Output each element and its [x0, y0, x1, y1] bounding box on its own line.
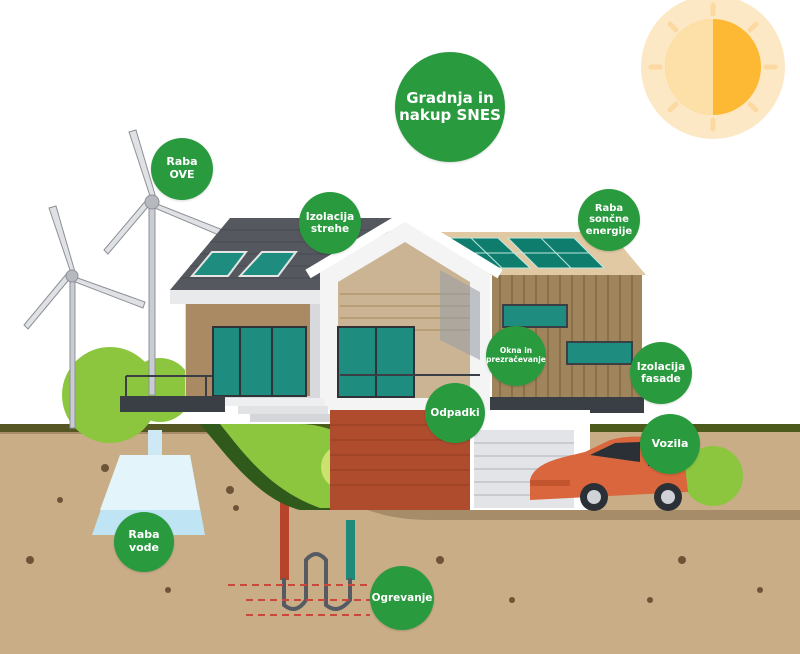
geothermal-pipes	[228, 470, 370, 616]
heating-badge: Ogrevanje	[370, 566, 434, 630]
water-use-badge: Raba vode	[114, 512, 174, 572]
facade-insulation-badge: Izolacija fasade	[630, 342, 692, 404]
roof-insulation-label: Izolacija strehe	[305, 210, 355, 235]
solar-energy-badge: Raba sončne energije	[578, 189, 640, 251]
water-tank	[92, 430, 205, 535]
roof-insulation-badge: Izolacija strehe	[299, 192, 361, 254]
waste-badge: Odpadki	[425, 383, 485, 443]
title-badge: Gradnja in nakup SNES	[395, 52, 505, 162]
wind-turbine-left	[23, 205, 146, 429]
facade-insulation-label: Izolacija fasade	[636, 360, 686, 385]
vehicles-badge: Vozila	[640, 414, 700, 474]
solar-energy-label: Raba sončne energije	[585, 202, 633, 237]
soil-stones	[26, 464, 763, 603]
vehicles-label: Vozila	[651, 436, 689, 450]
sun-icon	[641, 0, 785, 139]
ove-badge: Raba OVE	[151, 138, 213, 200]
windows-ventilation-badge: Okna in prezračevanje	[486, 326, 546, 386]
water-use-label: Raba vode	[128, 528, 160, 554]
title-label: Gradnja in nakup SNES	[399, 88, 501, 124]
ove-label: Raba OVE	[166, 155, 198, 181]
wind-turbine-right	[103, 129, 224, 396]
windows-ventilation-label: Okna in prezračevanje	[486, 346, 546, 364]
waste-label: Odpadki	[430, 406, 480, 419]
heating-label: Ogrevanje	[371, 591, 433, 604]
